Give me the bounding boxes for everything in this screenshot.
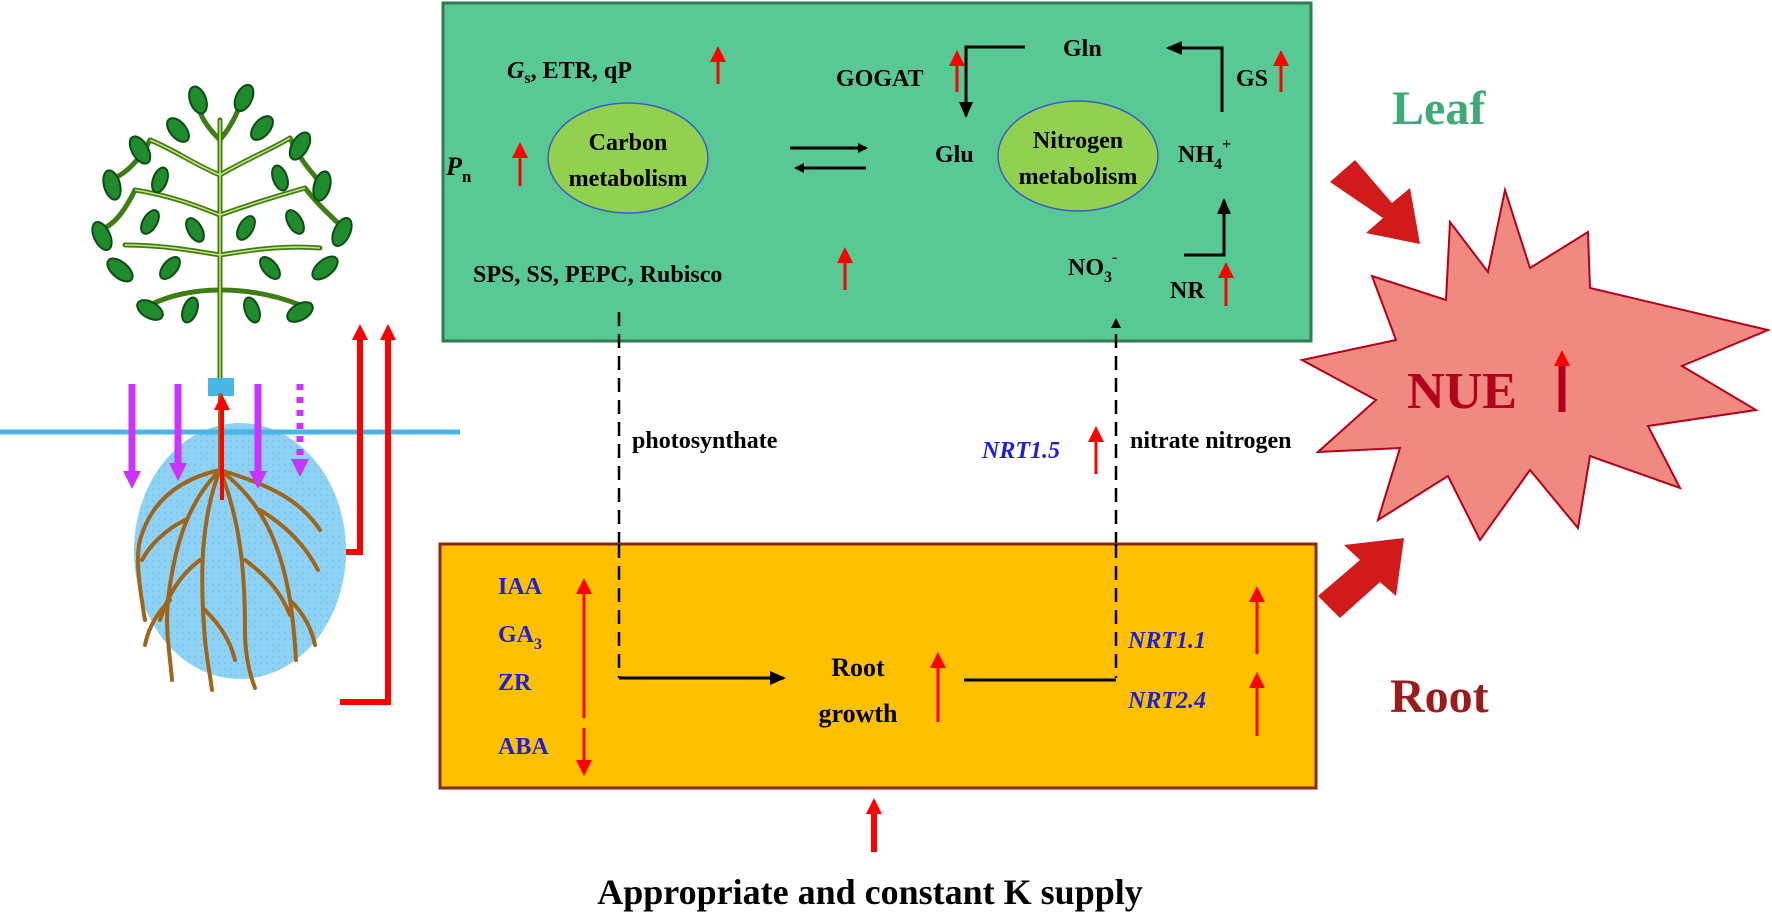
nrt24-label: NRT2.4 [1127, 688, 1206, 714]
nue-label: NUE [1407, 363, 1517, 420]
leaf-box: Gs, ETR, qP Pn Carbon metabolism SPS, SS… [441, 1, 1313, 343]
carbon-enzymes-label: SPS, SS, PEPC, Rubisco [473, 262, 722, 288]
nitrogen-line2: metabolism [1019, 164, 1138, 190]
carbon-line1: Carbon [589, 130, 668, 156]
gs-enzyme-label: GS [1236, 66, 1268, 92]
stem-marker [208, 378, 234, 396]
nh4-label: NH4+ [1178, 136, 1231, 173]
red-transport-arrows [340, 324, 396, 705]
carbon-line2: metabolism [569, 166, 688, 192]
purple-down-arrows [123, 384, 309, 489]
nr-label: NR [1170, 278, 1205, 304]
nh4-to-gln-arrow [1166, 41, 1224, 112]
gln-label: Gln [1063, 36, 1102, 62]
root-system [135, 393, 322, 692]
nrt11-label: NRT1.1 [1127, 628, 1206, 654]
ga3-label: GA3 [498, 622, 542, 653]
root-to-nue-arrow [1318, 538, 1404, 618]
carbon-metabolism-ellipse [547, 102, 709, 214]
leaf-to-nue-arrow [1330, 160, 1420, 244]
pn-label: Pn [445, 152, 472, 186]
middle-connections: photosynthate NRT1.5 nitrate nitrogen [617, 312, 1292, 678]
no3-to-nh4-arrow [1184, 198, 1231, 257]
plant-illustration [0, 83, 460, 705]
aba-label: ABA [498, 734, 549, 760]
leaf-label: Leaf [1392, 82, 1486, 135]
canopy-leaves [91, 83, 353, 324]
root-box: IAA GA3 ZR ABA Root growth NRT1.1 NRT2.4 [438, 542, 1318, 790]
nrt15-label: NRT1.5 [981, 438, 1060, 464]
nitrogen-metabolism-ellipse [997, 100, 1159, 212]
gs-etr-qp-label: Gs, ETR, qP [507, 58, 632, 87]
root-growth-line1: Root [831, 653, 885, 682]
glu-label: Glu [935, 142, 974, 168]
canopy-branch-highlights [124, 120, 321, 380]
gogat-label: GOGAT [836, 66, 924, 92]
root-growth-line2: growth [819, 699, 899, 728]
k-supply-label: Appropriate and constant K supply [597, 872, 1142, 912]
nue-starburst [1299, 186, 1772, 542]
iaa-label: IAA [498, 574, 543, 600]
no3-label: NO3- [1068, 249, 1117, 286]
zr-label: ZR [498, 670, 532, 696]
photosynthate-label: photosynthate [632, 428, 778, 454]
root-label: Root [1390, 670, 1489, 723]
nitrogen-line1: Nitrogen [1033, 128, 1123, 154]
nitrate-nitrogen-label: nitrate nitrogen [1130, 428, 1292, 454]
gln-to-glu-arrow [959, 45, 1025, 118]
